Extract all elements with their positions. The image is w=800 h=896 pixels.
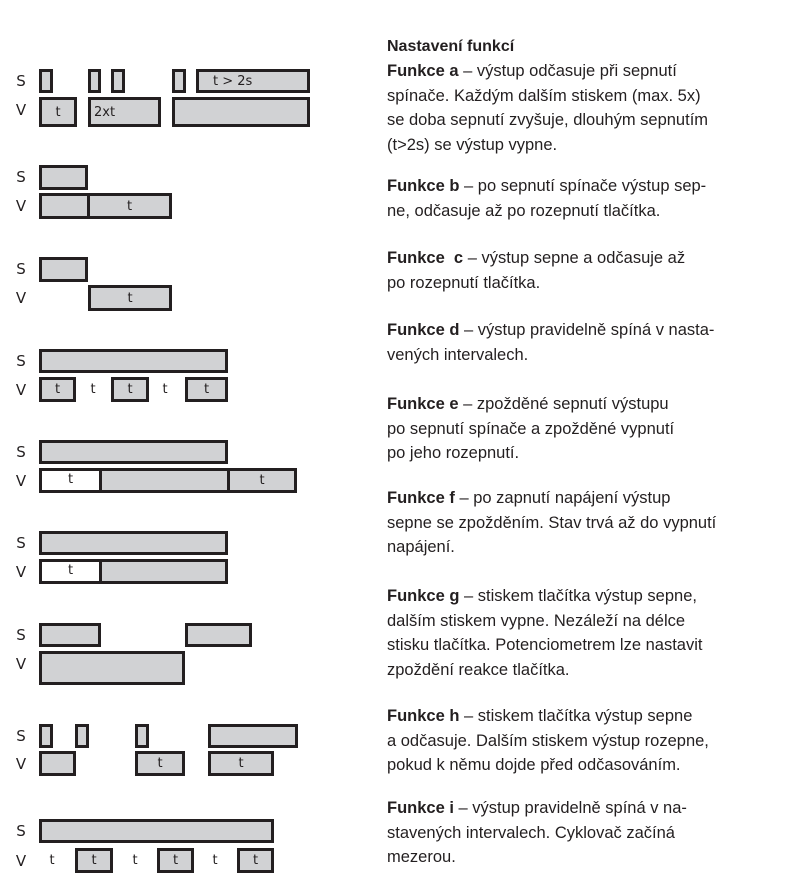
output-pulse: t [39, 559, 102, 584]
output-pulse: t [39, 97, 77, 127]
switch-pulse: t > 2s [196, 69, 310, 93]
switch-row-label: S [16, 352, 26, 370]
switch-pulse [39, 257, 88, 282]
function-description-h: Funkce h – stiskem tlačítka výstup sepne… [387, 704, 797, 778]
switch-pulse [39, 440, 228, 464]
switch-pulse [39, 531, 228, 555]
function-description-c: Funkce c – výstup sepne a odčasuje až po… [387, 246, 797, 295]
function-text: – výstup pravidelně spíná v nasta- venýc… [387, 321, 715, 364]
function-description-g: Funkce g – stiskem tlačítka výstup sepne… [387, 584, 797, 682]
output-pulse: t [185, 377, 228, 402]
interval-label: t [212, 853, 218, 868]
output-pulse [99, 468, 230, 493]
output-row-label: V [15, 755, 27, 773]
output-pulse [172, 97, 310, 127]
output-pulse [99, 559, 228, 584]
switch-row-label: S [16, 443, 26, 461]
function-description-f: Funkce f – po zapnutí napájení výstup se… [387, 486, 797, 560]
switch-pulse [39, 165, 88, 190]
interval-label: t [132, 853, 138, 868]
output-pulse: t [75, 848, 113, 873]
switch-pulse [39, 724, 53, 748]
switch-pulse [39, 349, 228, 373]
function-text: – výstup pravidelně spíná v na- stavenýc… [387, 799, 687, 866]
function-description-d: Funkce d – výstup pravidelně spíná v nas… [387, 318, 797, 367]
function-text: – stiskem tlačítka výstup sepne a odčasu… [387, 707, 709, 774]
switch-pulse [135, 724, 149, 748]
switch-pulse [172, 69, 186, 93]
function-label: Funkce a [387, 62, 459, 80]
switch-pulse [75, 724, 89, 748]
interval-label: t [162, 382, 168, 397]
switch-pulse [39, 623, 101, 647]
output-row-label: V [15, 197, 27, 215]
switch-row-label: S [16, 168, 26, 186]
switch-pulse [39, 819, 274, 843]
function-description-i: Funkce i – výstup pravidelně spíná v na-… [387, 796, 797, 870]
function-text: – po zapnutí napájení výstup sepne se zp… [387, 489, 717, 556]
output-row-label: V [15, 852, 27, 870]
output-pulse: t [87, 193, 172, 219]
output-row-label: V [15, 381, 27, 399]
output-pulse: t [237, 848, 274, 873]
output-pulse: t [208, 751, 274, 776]
output-row-label: V [15, 472, 27, 490]
output-pulse: t [111, 377, 149, 402]
switch-pulse [208, 724, 298, 748]
output-pulse: t [88, 285, 172, 311]
function-text: – po sepnutí spínače výstup sep- ne, odč… [387, 177, 707, 220]
output-row-label: V [15, 289, 27, 307]
switch-row-label: S [16, 626, 26, 644]
output-pulse: t [227, 468, 297, 493]
function-label: Funkce d [387, 321, 460, 339]
output-pulse: t [39, 377, 76, 402]
function-text: – stiskem tlačítka výstup sepne, dalším … [387, 587, 703, 679]
interval-label: t [49, 853, 55, 868]
output-row-label: V [15, 563, 27, 581]
function-description-e: Funkce e – zpožděné sepnutí výstupu po s… [387, 392, 797, 466]
switch-pulse [88, 69, 101, 93]
function-text: – zpožděné sepnutí výstupu po sepnutí sp… [387, 395, 675, 462]
function-text: – výstup sepne a odčasuje až po rozepnut… [387, 249, 686, 292]
switch-row-label: S [16, 260, 26, 278]
output-row-label: V [15, 101, 27, 119]
function-description-b: Funkce b – po sepnutí spínače výstup sep… [387, 174, 797, 223]
output-pulse [39, 751, 76, 776]
output-pulse: t [39, 468, 102, 493]
function-label: Funkce i [387, 799, 454, 817]
switch-row-label: S [16, 822, 26, 840]
output-row-label: V [15, 655, 27, 673]
page-title: Nastavení funkcí [387, 38, 515, 55]
switch-pulse [111, 69, 125, 93]
interval-label: t [90, 382, 96, 397]
function-label: Funkce g [387, 587, 460, 605]
function-label: Funkce e [387, 395, 459, 413]
switch-pulse [185, 623, 252, 647]
function-label: Funkce c [387, 249, 464, 267]
function-label: Funkce h [387, 707, 460, 725]
switch-row-label: S [16, 72, 26, 90]
output-pulse [39, 651, 185, 685]
switch-row-label: S [16, 727, 26, 745]
function-label: Funkce b [387, 177, 460, 195]
switch-pulse [39, 69, 53, 93]
function-text: – výstup odčasuje při sepnutí spínače. K… [387, 62, 709, 154]
switch-row-label: S [16, 534, 26, 552]
function-description-a: Funkce a – výstup odčasuje při sepnutí s… [387, 59, 797, 157]
output-pulse: t [157, 848, 194, 873]
function-label: Funkce f [387, 489, 455, 507]
output-pulse [39, 193, 90, 219]
output-pulse: 2xt [88, 97, 161, 127]
output-pulse: t [135, 751, 185, 776]
